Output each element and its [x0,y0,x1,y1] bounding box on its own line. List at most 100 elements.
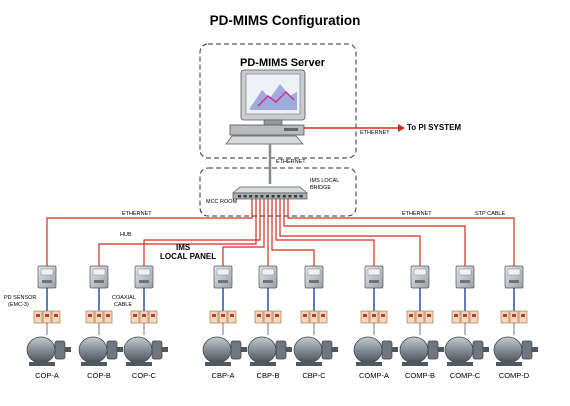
panel-slot [509,280,519,283]
motor-base [296,362,322,366]
unit-cbp-c [293,265,338,366]
ims-bridge-switch-icon [232,186,308,200]
switch-port [288,195,292,198]
switch-port [254,195,258,198]
network-cables [46,199,515,266]
motor-icon [78,336,108,364]
pi-system-arrow [398,124,405,132]
motor-icon [399,336,429,364]
motor-shaft [438,347,444,352]
pd-sensor-dot [363,314,367,317]
panel-display [137,268,151,276]
motor-shaft [392,347,398,352]
unit-cbp-b [247,265,292,366]
switch-port [260,195,264,198]
server-ethernet-label: ETHERNET [276,159,306,165]
pd-sensor-dot [454,314,458,317]
pd-sensor-dot [54,314,58,317]
unit-comp-a [353,265,398,366]
motor-endcap [230,340,242,360]
pd-sensor-dot [151,314,155,317]
panel-slot [139,280,149,283]
switch-port [271,195,275,198]
motor-icon [293,336,323,364]
motor-icon [353,336,383,364]
unit-cbp-a [202,265,247,366]
ethernet-cable-comp-c [283,199,466,266]
pd-sensor-dot [212,314,216,317]
pd-sensor-dot [463,314,467,317]
motor-endcap [275,340,287,360]
motor-endcap [427,340,439,360]
switch-port [299,195,303,198]
motor-shaft [117,347,123,352]
pd-sensor-dot [381,314,385,317]
pd-sensor-dot [142,314,146,317]
motor-shaft [532,347,538,352]
pd-sensor-dot [97,314,101,317]
panel-display [216,268,230,276]
motor-shaft [241,347,247,352]
pd-sensor-dot [275,314,279,317]
ethernet-cable-cop-c [143,199,261,266]
motor-base [205,362,231,366]
panel-display [261,268,275,276]
ims-panel-line2: LOCAL PANEL [160,252,217,261]
server-enclosure [199,43,357,159]
motor-base [402,362,428,366]
panel-display [40,268,54,276]
pd-sensor-dot [221,314,225,317]
unit-label-comp-b: COMP-B [405,371,435,380]
pd-sensor-dot [230,314,234,317]
motor-icon [493,336,523,364]
panel-slot [42,280,52,283]
motor-base [81,362,107,366]
switch-port [249,195,253,198]
switch-port [277,195,281,198]
pd-sensor-dot [503,314,507,317]
unit-cop-c [123,265,168,366]
panel-slot [263,280,273,283]
pd-sensor-dot [133,314,137,317]
switch-port [238,195,241,198]
unit-comp-c [444,265,489,366]
motor-base [29,362,55,366]
motor-icon [444,336,474,364]
motor-base [356,362,382,366]
ims-panel-line1: IMS [176,243,191,252]
panel-display [507,268,521,276]
unit-label-cop-a: COP-A [35,371,59,380]
ethernet-cable-cbp-a [222,199,265,266]
motor-icon [247,336,277,364]
pd-sensor-dot [427,314,431,317]
diagram-title: PD-MIMS Configuration [209,13,361,28]
unit-label-cop-b: COP-B [87,371,111,380]
hub-label: HUB [120,232,132,238]
ethernet-cable-cop-a [46,199,253,266]
field-devices [26,265,538,366]
unit-comp-d [493,265,538,366]
motor-shaft [332,347,338,352]
motor-endcap [321,340,333,360]
ethernet-cable-comp-d [287,199,515,266]
motor-endcap [472,340,484,360]
ethernet-cable-comp-a [275,199,375,266]
panel-display [458,268,472,276]
motor-icon [26,336,56,364]
unit-cop-b [78,265,123,366]
server-label: PD-MIMS Server [240,57,325,69]
unit-label-comp-a: COMP-A [359,371,389,380]
motor-base [250,362,276,366]
bridge-label-line1: IMS LOCAL [310,178,340,184]
unit-cop-a [26,265,71,366]
pd-sensor-dot [303,314,307,317]
pd-sensor-dot [472,314,476,317]
coaxial-label-line2: CABLE [114,302,133,308]
motor-shaft [286,347,292,352]
panel-slot [309,280,319,283]
pd-sensor-dot [312,314,316,317]
switch-port [266,195,269,198]
panel-display [92,268,106,276]
